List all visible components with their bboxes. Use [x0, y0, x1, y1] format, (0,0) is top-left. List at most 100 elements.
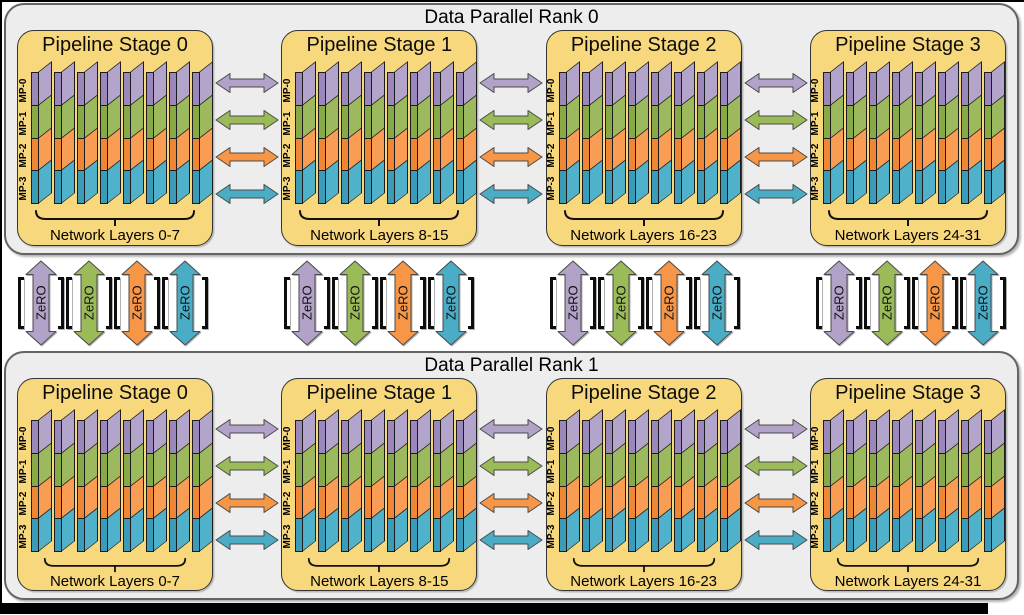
mp-band-green	[721, 104, 728, 138]
mp-band-orange	[847, 137, 854, 171]
model-slab	[674, 409, 696, 552]
mp-band-orange	[824, 137, 831, 171]
zero-comm-unit: ZeRO	[18, 260, 64, 346]
zero-arrow: ZeRO	[823, 260, 855, 346]
model-slab	[53, 409, 75, 552]
zero-arrow-orange-icon	[387, 260, 419, 346]
zero-arrow-purple-icon	[25, 260, 57, 346]
mp-band-purple	[824, 73, 831, 105]
slab-side-face	[370, 409, 385, 552]
mp-band-purple	[893, 421, 900, 453]
bracket-right-icon	[590, 277, 596, 329]
mp-band-orange	[916, 137, 923, 171]
mp-band-purple	[364, 421, 371, 453]
slab-side-face	[899, 61, 914, 205]
model-slab	[455, 409, 477, 552]
mp-band-blue	[456, 518, 463, 551]
slab-front-face	[432, 72, 441, 204]
model-slab	[720, 61, 742, 205]
mp-band-blue	[893, 170, 900, 203]
zero-label: ZeRO	[613, 285, 629, 321]
slab-side-face	[324, 409, 339, 552]
mp-band-orange	[893, 485, 900, 519]
zero-arrow: ZeRO	[435, 260, 467, 346]
slabs-group	[30, 409, 215, 552]
mp-band-orange	[698, 485, 705, 519]
mp-band-green	[847, 104, 854, 138]
mp-band-blue	[456, 170, 463, 203]
slab-front-face	[363, 72, 372, 204]
model-slab	[363, 409, 385, 552]
mp-band-blue	[636, 160, 649, 203]
mp-label: MP-3	[281, 175, 293, 200]
slab-front-face	[628, 420, 637, 552]
mp-band-orange	[77, 485, 84, 519]
mp-band-orange	[456, 485, 463, 519]
bracket-left-icon	[66, 277, 72, 329]
mp-band-orange	[31, 137, 38, 171]
mp-band-orange	[675, 137, 682, 171]
mp-band-blue	[100, 518, 107, 551]
zero-arrow-blue-icon	[701, 260, 733, 346]
slab-side-face	[876, 409, 891, 552]
mp-band-purple	[77, 421, 84, 453]
model-slab	[869, 409, 891, 552]
pipeline-comm-arrow-purple-icon	[215, 72, 279, 93]
model-slab	[605, 61, 627, 205]
slab-side-face	[589, 409, 604, 552]
bracket-right-icon	[58, 277, 64, 329]
zero-comm-unit: ZeRO	[162, 260, 208, 346]
mp-band-green	[31, 452, 38, 486]
mp-band-green	[192, 104, 199, 138]
slab-side-face	[635, 61, 650, 205]
model-slab	[294, 61, 316, 205]
pipeline-comm-arrow-green-icon	[744, 456, 808, 476]
pipeline-comm-arrows	[213, 30, 281, 246]
bracket-left-icon	[18, 277, 24, 329]
mp-label: MP-2	[810, 491, 822, 516]
mp-band-green	[433, 104, 440, 138]
mp-band-purple	[169, 421, 176, 453]
slab-side-face	[175, 61, 190, 205]
mp-band-green	[606, 452, 613, 486]
model-slab	[386, 409, 408, 552]
bracket-left-icon	[332, 277, 338, 329]
pipeline-comm-arrow-purple-icon	[479, 419, 543, 439]
pipeline-comm-arrow-blue-icon	[215, 530, 279, 550]
mp-band-green	[824, 452, 831, 486]
slabs-group	[30, 61, 215, 205]
model-slab	[455, 61, 477, 205]
mp-band-purple	[847, 421, 854, 453]
zero-comm-unit: ZeRO	[380, 260, 426, 346]
mp-band-blue	[969, 508, 982, 551]
zero-label: ZeRO	[395, 285, 411, 321]
model-slab	[122, 61, 144, 205]
model-slab	[823, 409, 845, 552]
mp-band-blue	[410, 518, 417, 551]
zero-arrow: ZeRO	[967, 260, 999, 346]
bracket-left-icon	[694, 277, 700, 329]
slab-side-face	[658, 61, 673, 205]
mp-label: MP-0	[281, 426, 293, 451]
slab-front-face	[145, 72, 154, 204]
mp-band-orange	[31, 485, 38, 519]
zero-label: ZeRO	[299, 285, 315, 321]
mp-band-purple	[560, 73, 567, 105]
bracket-right-icon	[904, 277, 910, 329]
bracket-left-icon	[816, 277, 822, 329]
model-slab	[432, 61, 454, 205]
model-slab	[559, 61, 581, 205]
slab-front-face	[455, 420, 464, 552]
mp-band-purple	[939, 73, 946, 105]
mp-band-blue	[985, 170, 992, 203]
slab-front-face	[846, 420, 855, 552]
slab-side-face	[175, 409, 190, 552]
mp-band-orange	[847, 485, 854, 519]
